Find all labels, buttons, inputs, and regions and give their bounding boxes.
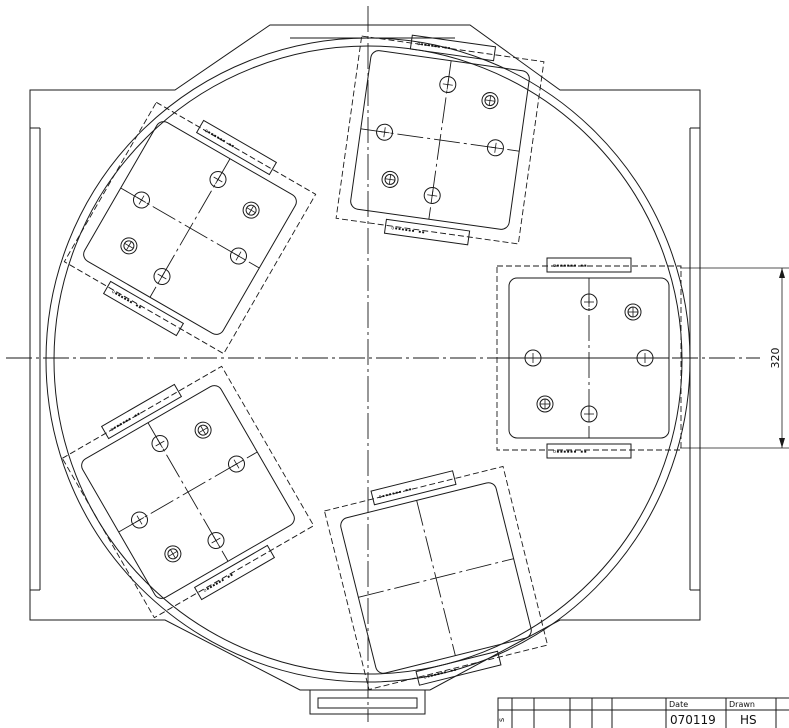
bolt-hole (580, 405, 598, 423)
fixtures: o▪▪▪▪▪▪ ▪▪ o▪▪▪▪▪▪ ▪▪ o▪▪▪▪▪▪ ▪▪ o▪▪▪▪▪▪ ▪▪… (61, 34, 682, 691)
title-block-date-label: Date (669, 700, 688, 709)
title-block-side-mark: s (497, 718, 506, 722)
title-block-drawn-label: Drawn (729, 700, 755, 709)
dimension-320: 320 (680, 267, 789, 449)
bolt-hole (439, 76, 457, 94)
fixture-envelope (323, 465, 549, 691)
title-block: Date 070119 Drawn HS s (497, 697, 789, 728)
clamp-bar (370, 470, 457, 506)
fixture-top: o▪▪▪▪▪▪ ▪▪ o▪▪▪▪▪▪ ▪▪ (335, 34, 545, 246)
fixture-envelope (496, 265, 682, 451)
fixture-upper-left: o▪▪▪▪▪▪ ▪▪o▪▪▪▪▪▪ ▪▪ (63, 101, 317, 355)
bolt-hole (486, 139, 504, 157)
fixture-envelope (63, 101, 317, 355)
title-block-date-value: 070119 (670, 713, 716, 727)
bolt-hole (423, 186, 441, 204)
bolt-hole (131, 511, 149, 529)
clamp-label: o▪▪▪▪▪▪ ▪▪ (391, 225, 426, 236)
bolt-hole (227, 455, 245, 473)
dowel-hole (194, 421, 212, 439)
clamp-bar (193, 544, 276, 601)
bolt-hole (580, 293, 598, 311)
bolt-hole (133, 191, 151, 209)
dowel-hole (624, 303, 642, 321)
clamp-label: o▪▪▪▪▪▪ ▪▪ (553, 449, 587, 455)
dimension-320-text: 320 (769, 348, 782, 369)
bolt-hole (209, 171, 227, 189)
fixture-right: o▪▪▪▪▪▪ ▪▪ o▪▪▪▪▪▪ ▪▪ (496, 257, 682, 459)
fixture-bottom: o▪▪▪▪▪▪ ▪▪o▪▪▪▪▪▪ ▪▪ (323, 465, 549, 691)
clamp-label: o▪▪▪▪▪▪ ▪▪ (553, 263, 587, 269)
bolt-hole (229, 247, 247, 265)
bolt-hole (524, 349, 542, 367)
clamp-bar (415, 650, 502, 686)
clamp-label: o▪▪▪▪▪▪ ▪▪ (417, 41, 452, 52)
dowel-hole (381, 170, 399, 188)
main-centerlines (6, 6, 760, 722)
title-block-drawn-value: HS (740, 713, 757, 727)
clamp-bar (546, 257, 632, 273)
bolt-hole (151, 435, 169, 453)
dowel-hole (481, 92, 499, 110)
bolt-hole (153, 267, 171, 285)
fixture-envelope (335, 35, 545, 245)
bolt-hole (207, 531, 225, 549)
dowel-hole (120, 237, 138, 255)
clamp-bar (383, 218, 471, 246)
base-plate-outline (29, 24, 701, 715)
clamp-bar (546, 443, 632, 459)
dowel-hole (536, 395, 554, 413)
dowel-hole (164, 545, 182, 563)
clamp-bar (195, 119, 278, 176)
clamp-bar (102, 280, 185, 337)
bolt-hole (636, 349, 654, 367)
fixture-lower-left: o▪▪▪▪▪▪ ▪▪o▪▪▪▪▪▪ ▪▪ (61, 365, 315, 619)
clamp-bar (409, 34, 497, 62)
fixture-centerline-v (416, 500, 456, 656)
bolt-hole (376, 123, 394, 141)
clamp-bar (100, 383, 183, 440)
dowel-hole (242, 201, 260, 219)
